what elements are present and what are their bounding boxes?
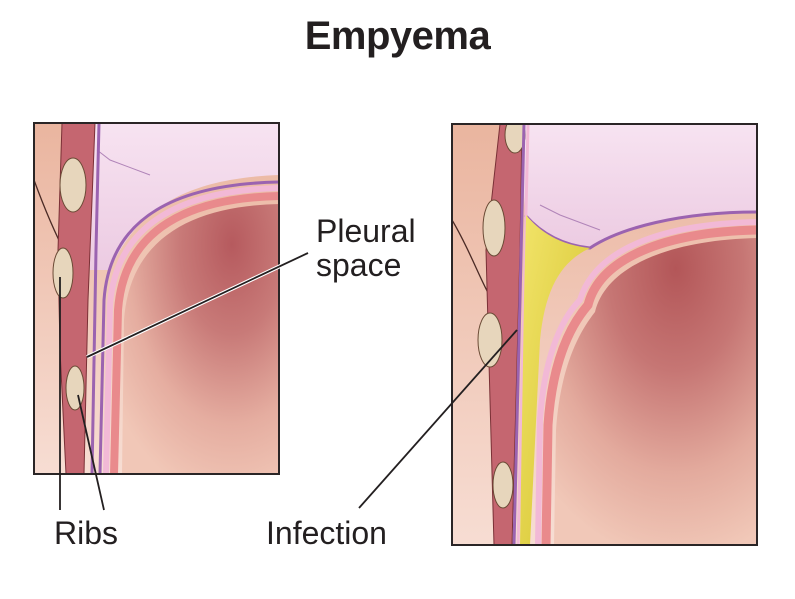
- pleural-space-leader: [86, 252, 309, 358]
- normal-panel-frame: [33, 122, 280, 475]
- infection-label: Infection: [266, 515, 387, 551]
- empyema-lung-panel: [452, 124, 757, 545]
- pleural-label-line1: Pleural: [316, 213, 416, 249]
- ribs-leader-2: [77, 394, 105, 511]
- normal-lung-panel: [34, 123, 279, 474]
- pleural-label-line2: space: [316, 247, 402, 283]
- empyema-panel-frame: [451, 123, 758, 546]
- ribs-label: Ribs: [54, 515, 119, 551]
- diagram-title: Empyema: [304, 14, 491, 58]
- infection-fluid: [520, 215, 590, 545]
- infection-leader: [358, 329, 518, 509]
- pleural-space-label: Pleural space: [316, 214, 416, 282]
